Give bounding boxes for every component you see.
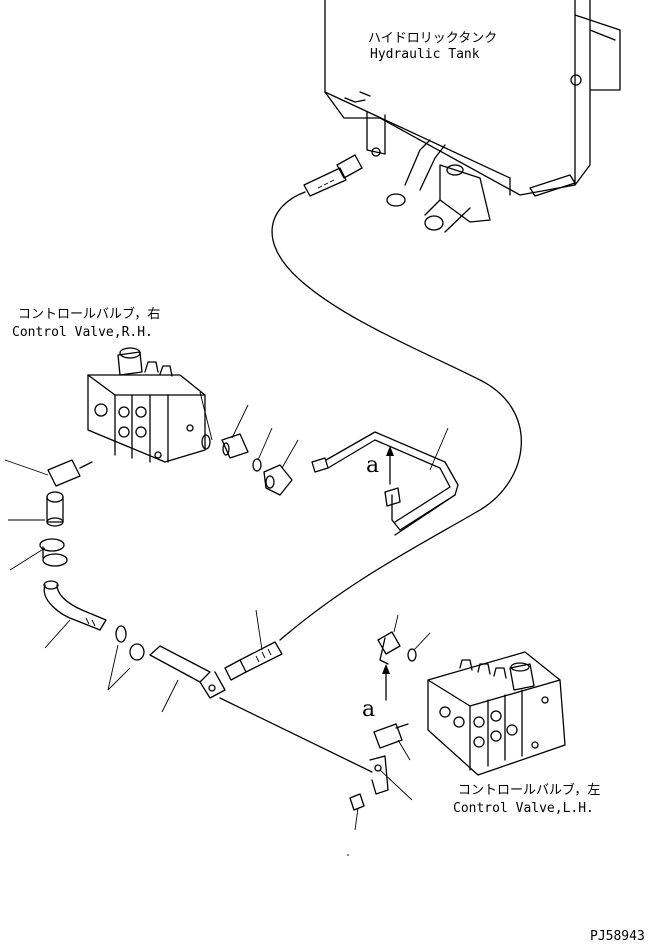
mid-hose-fitting (224, 641, 283, 681)
return-hose-straight (149, 645, 226, 699)
drawing-number: PJ58943 (590, 929, 645, 944)
view-a-lower-arrow-head (382, 664, 390, 674)
stray-dot (347, 854, 349, 856)
rh-connector (46, 491, 64, 527)
rigid-pipe (311, 431, 459, 536)
long-drain-hose (271, 191, 522, 641)
control-valve-lh (427, 651, 566, 776)
crv-label-en: Control Valve,R.H. (12, 325, 153, 340)
tank-hose-fitting (303, 154, 363, 197)
control-valve-rh (87, 347, 206, 463)
hose-clamp-upper (39, 538, 68, 567)
hydraulic-tank (324, 0, 621, 233)
tank-label-en: Hydraulic Tank (370, 47, 480, 62)
view-a-upper-letter: a (366, 453, 379, 478)
rh-fitting-elbow (47, 459, 93, 487)
lh-fittings (349, 631, 417, 811)
clv-label-jp: コントロールバルブ，左 (458, 782, 600, 798)
return-hose-bent (43, 580, 107, 631)
view-a-upper-arrow-head (386, 446, 394, 456)
drain-line-lower (219, 697, 373, 773)
rh-fittings (201, 433, 293, 496)
view-a-lower-letter: a (362, 697, 375, 722)
leader-lines (4, 391, 449, 831)
clv-label-en: Control Valve,L.H. (453, 801, 594, 816)
tank-label-jp: ハイドロリックタンク (368, 31, 497, 46)
crv-label-jp: コントロールバルブ，右 (18, 306, 160, 322)
hose-clamps-lower (115, 625, 145, 661)
